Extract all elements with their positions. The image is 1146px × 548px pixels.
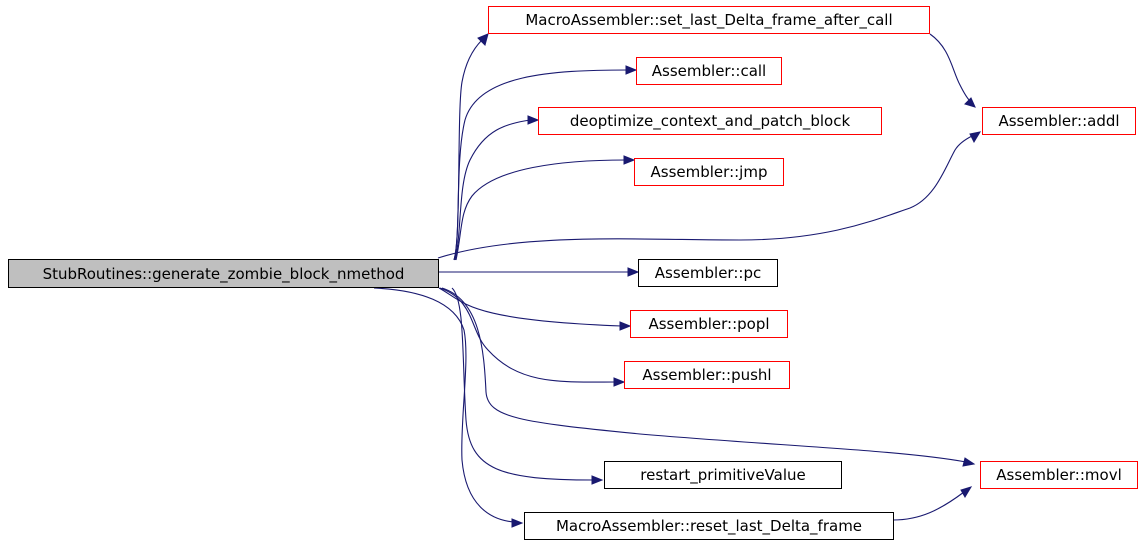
edge-root-to-pushl [439, 287, 617, 383]
edge-root-to-movl [441, 287, 967, 463]
edge-root-to-addl [437, 135, 973, 259]
edge-arrowhead [527, 115, 540, 125]
edge-arrowhead [969, 131, 982, 144]
node-reset-last-delta-frame[interactable]: MacroAssembler::reset_last_Delta_frame [524, 512, 894, 540]
node-assembler-pc[interactable]: Assembler::pc [638, 259, 778, 287]
edge-root-to-reset-last [373, 287, 515, 523]
node-assembler-movl[interactable]: Assembler::movl [980, 461, 1138, 489]
edge-set-last-to-addl [929, 33, 971, 102]
node-restart-primitive-value[interactable]: restart_primitiveValue [604, 461, 842, 489]
node-deoptimize-context-and-patch-block[interactable]: deoptimize_context_and_patch_block [538, 107, 882, 135]
node-assembler-popl[interactable]: Assembler::popl [630, 310, 788, 338]
edge-arrowhead [962, 457, 976, 467]
edge-root-to-popl [438, 287, 623, 327]
edge-arrowhead [960, 486, 973, 498]
edge-root-to-call [453, 69, 629, 261]
edge-arrowhead [627, 267, 640, 277]
edge-reset-last-to-movl [892, 491, 965, 521]
edge-root-to-set-last [453, 39, 483, 261]
node-assembler-pushl[interactable]: Assembler::pushl [624, 361, 790, 389]
node-assembler-addl[interactable]: Assembler::addl [982, 107, 1136, 135]
edge-arrowhead [619, 321, 632, 331]
node-assembler-call[interactable]: Assembler::call [636, 57, 782, 85]
edge-root-to-jmp [455, 159, 627, 261]
node-generate-zombie-block-nmethod: StubRoutines::generate_zombie_block_nmet… [8, 259, 439, 288]
edge-root-to-restart [451, 287, 595, 481]
node-set-last-delta-frame-after-call[interactable]: MacroAssembler::set_last_Delta_frame_aft… [488, 6, 930, 34]
edge-arrowhead [477, 33, 489, 46]
edge-arrowhead [625, 65, 638, 75]
edge-root-to-deopt [454, 119, 531, 261]
edge-arrowhead [591, 475, 604, 485]
edge-arrowhead [964, 97, 976, 108]
edge-arrowhead [623, 155, 636, 165]
edge-arrowhead [613, 377, 626, 387]
node-assembler-jmp[interactable]: Assembler::jmp [634, 158, 784, 186]
edge-arrowhead [511, 518, 524, 528]
